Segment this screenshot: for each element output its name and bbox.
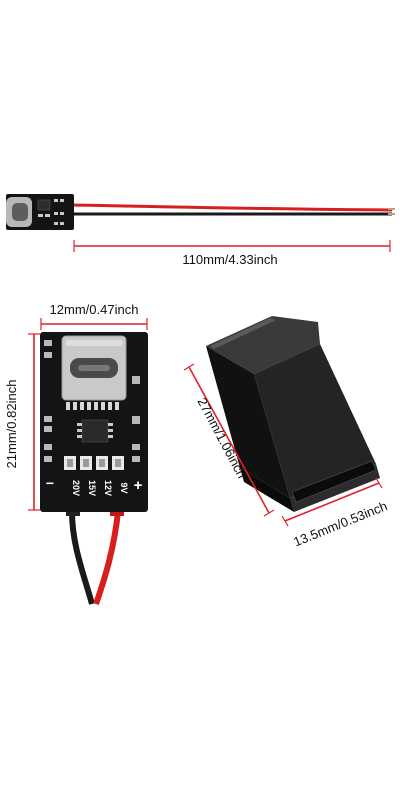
label-12v: 12V: [103, 480, 113, 496]
large-red-wire: [93, 511, 121, 605]
board-height-dimension: 21mm/0.82inch: [4, 333, 40, 511]
board-width-dimension: 12mm/0.47inch: [40, 302, 148, 330]
red-wire: [71, 203, 393, 212]
voltage-jumper-pads: [64, 456, 124, 470]
board-width-label: 12mm/0.47inch: [50, 302, 139, 317]
controller-chip: [81, 419, 109, 443]
module-with-cable: [6, 194, 395, 230]
label-15v: 15V: [87, 480, 97, 496]
large-black-wire: [69, 511, 95, 605]
label-9v: 9V: [119, 482, 129, 493]
label-20v: 20V: [71, 480, 81, 496]
board-height-label: 21mm/0.82inch: [4, 380, 19, 469]
label-plus: +: [134, 477, 143, 494]
large-pcb: 20V 15V 12V 9V − +: [40, 332, 148, 605]
protective-case: [206, 316, 380, 512]
cable-length-label: 110mm/4.33inch: [182, 252, 277, 267]
label-minus: −: [46, 475, 54, 491]
cable-length-dimension: 110mm/4.33inch: [73, 240, 391, 267]
